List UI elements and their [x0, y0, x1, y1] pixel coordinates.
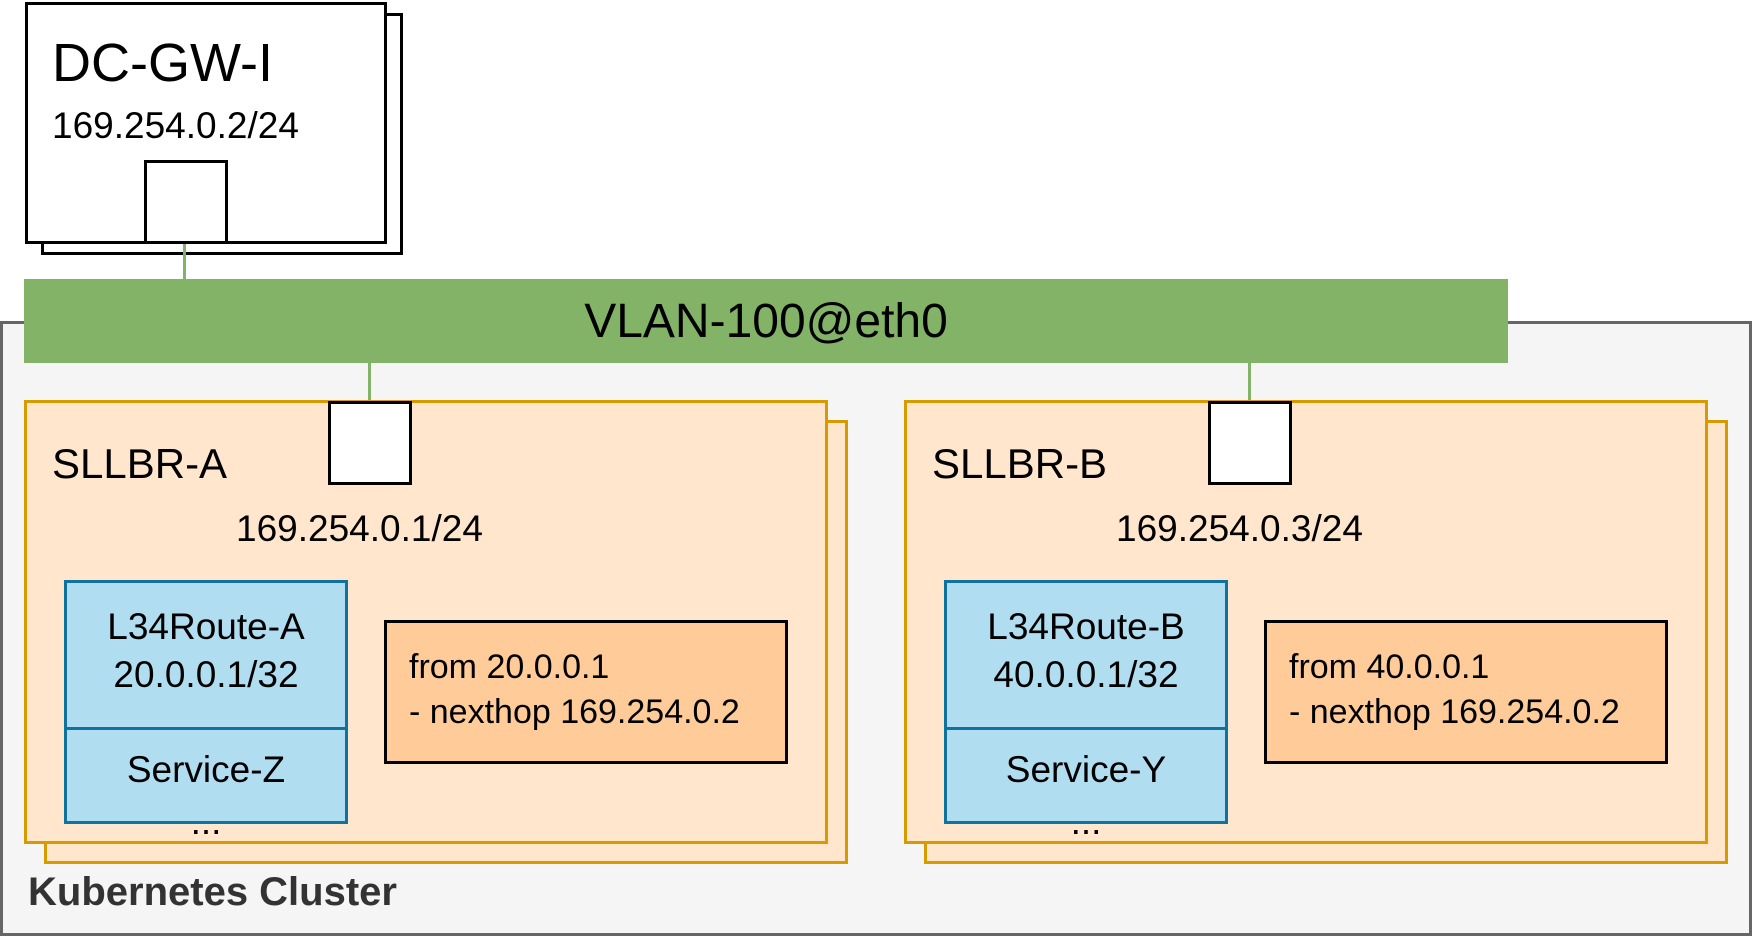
route-name: L34Route-B [987, 606, 1185, 647]
sllbr-a-title: SLLBR-A [52, 440, 228, 487]
rule-from: from 40.0.0.1 [1289, 648, 1490, 686]
l34route-b-card: L34Route-B 40.0.0.1/32 Service-Y ... [944, 580, 1228, 842]
l34route-a-header: L34Route-A 20.0.0.1/32 [67, 583, 345, 727]
gateway-vlan-link [183, 244, 186, 279]
l34route-a-card: L34Route-A 20.0.0.1/32 Service-Z ... [64, 580, 348, 842]
gateway-ip: 169.254.0.2/24 [52, 105, 299, 146]
sllbr-a-nexthop-rule: from 20.0.0.1 - nexthop 169.254.0.2 [384, 620, 788, 764]
cluster-label: Kubernetes Cluster [28, 870, 397, 914]
sllbr-a-ip: 169.254.0.1/24 [236, 508, 483, 549]
sllbr-a-vlan-link [368, 363, 371, 401]
route-divider [67, 727, 345, 730]
vlan-label: VLAN-100@eth0 [584, 294, 948, 348]
gateway-port [144, 160, 228, 244]
route-prefix: 40.0.0.1/32 [993, 654, 1179, 695]
sllbr-b-vlan-link [1248, 363, 1251, 401]
l34route-b-services: Service-Y ... [947, 730, 1225, 848]
route-prefix: 20.0.0.1/32 [113, 654, 299, 695]
sllbr-b-title: SLLBR-B [932, 440, 1108, 487]
rule-nexthop: - nexthop 169.254.0.2 [409, 693, 740, 731]
vlan-bar [24, 279, 1508, 363]
gateway-title: DC-GW-I [52, 33, 273, 93]
sllbr-a-port [328, 401, 412, 485]
l34route-b-header: L34Route-B 40.0.0.1/32 [947, 583, 1225, 727]
sllbr-b-ip: 169.254.0.3/24 [1116, 508, 1363, 549]
service-more: ... [1070, 801, 1102, 842]
service-name: Service-Z [126, 749, 286, 790]
l34route-a-services: Service-Z ... [67, 730, 345, 848]
sllbr-b-port [1208, 401, 1292, 485]
rule-from: from 20.0.0.1 [409, 648, 610, 686]
rule-nexthop: - nexthop 169.254.0.2 [1289, 693, 1620, 731]
route-name: L34Route-A [107, 606, 305, 647]
service-name: Service-Y [1005, 749, 1167, 790]
service-more: ... [190, 801, 222, 842]
route-divider [947, 727, 1225, 730]
sllbr-b-nexthop-rule: from 40.0.0.1 - nexthop 169.254.0.2 [1264, 620, 1668, 764]
